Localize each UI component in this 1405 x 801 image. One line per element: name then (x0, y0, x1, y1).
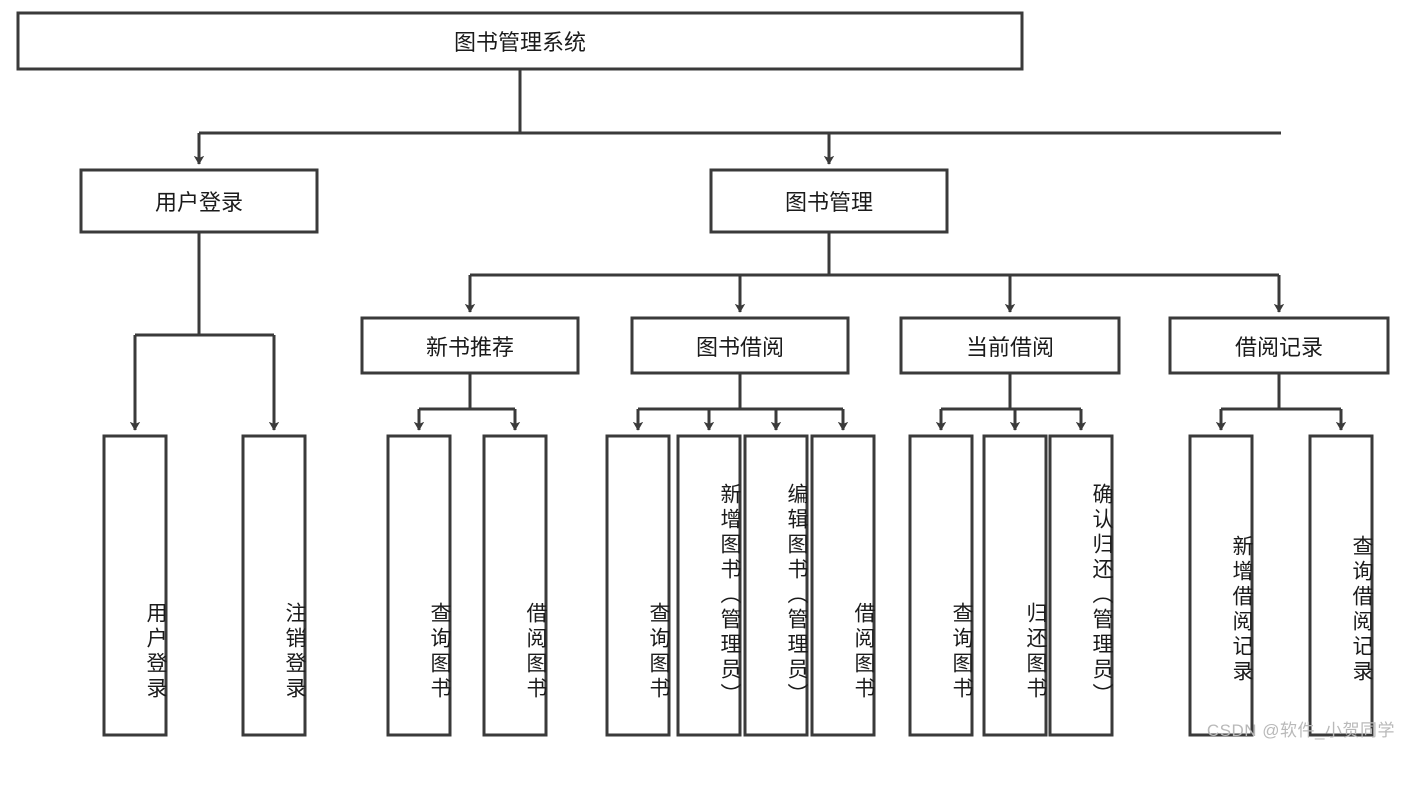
connector-user-login-to-leaves (129, 232, 280, 431)
connector-borrow-record-to-leaves (1215, 373, 1347, 431)
tree-diagram-svg (16, 11, 1390, 737)
node-box-new-book-recommend[interactable] (360, 316, 580, 375)
node-box-leaf-confirm-return[interactable] (1048, 434, 1114, 737)
node-box-leaf-add-record[interactable] (1188, 434, 1254, 737)
connector-book-borrow-to-leaves (632, 373, 849, 431)
diagram-canvas: 图书管理系统 用户登录 图书管理 新书推荐 图书借阅 当前借阅 借阅记录 用户登… (16, 11, 1394, 740)
node-box-user-login[interactable] (79, 168, 319, 234)
node-box-leaf-add-book[interactable] (676, 434, 742, 737)
node-box-leaf-query-book-1[interactable] (386, 434, 452, 737)
connector-book-manage-to-level3 (464, 232, 1285, 313)
node-box-leaf-borrow-book-2[interactable] (810, 434, 876, 737)
node-box-leaf-return-book[interactable] (982, 434, 1048, 737)
node-box-book-borrow[interactable] (630, 316, 850, 375)
node-box-leaf-query-book-3[interactable] (908, 434, 974, 737)
node-box-leaf-query-book-2[interactable] (605, 434, 671, 737)
node-box-borrow-record[interactable] (1168, 316, 1390, 375)
node-box-current-borrow[interactable] (899, 316, 1121, 375)
connector-root-to-level2 (193, 69, 1281, 165)
connector-new-book-recommend-to-leaves (413, 373, 521, 431)
node-box-leaf-borrow-book-1[interactable] (482, 434, 548, 737)
node-box-book-manage[interactable] (709, 168, 949, 234)
connector-current-borrow-to-leaves (935, 373, 1087, 431)
node-box-leaf-edit-book[interactable] (743, 434, 809, 737)
node-box-leaf-user-login[interactable] (102, 434, 168, 737)
node-box-leaf-user-logout[interactable] (241, 434, 307, 737)
node-box-leaf-query-record[interactable] (1308, 434, 1374, 737)
node-box-root[interactable] (16, 11, 1024, 71)
